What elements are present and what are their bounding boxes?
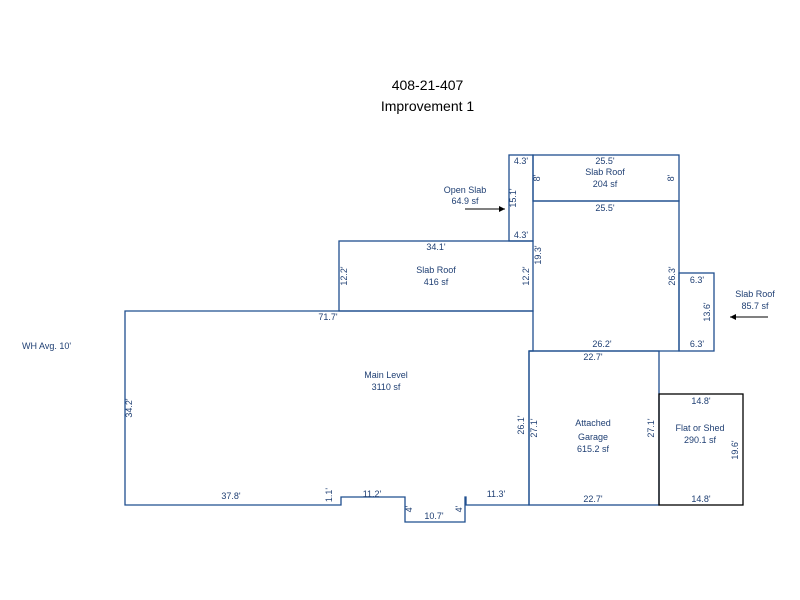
garage-area: 615.2 sf [577,444,610,454]
dim-main-top: 71.7' [318,312,338,322]
dim-open-bottom: 4.3' [514,230,529,240]
dim-main-left: 34.2' [124,398,134,418]
dim-top-slab-bottom: 25.5' [595,203,615,213]
parcel-id: 408-21-407 [391,77,464,93]
main-level-label: Main Level [364,370,408,380]
slab-roof-right-outline [678,272,715,352]
dim-garage-right: 27.1' [646,418,656,438]
open-slab-arrow-head [499,206,505,212]
dim-main-right: 26.1' [516,415,526,435]
shed-outline [658,393,744,506]
dim-main-step3: 11.3' [487,489,506,499]
connector-outline [529,200,680,352]
slab-roof-mid-label: Slab Roof [416,265,456,275]
dim-slab-mid-right: 12.2' [521,266,531,286]
dim-garage-left: 27.1' [529,418,539,438]
slab-roof-top-label: Slab Roof [585,167,625,177]
dim-shed-top: 14.8' [691,396,711,406]
dim-top-slab-right: 8' [666,174,676,181]
dim-top-slab-top: 25.5' [595,156,615,166]
dim-open-right-side: 19.3' [533,245,543,265]
dim-top-slab-left: 8' [532,174,542,181]
dim-connector-bottom: 26.2' [592,339,612,349]
main-level-area: 3110 sf [372,382,401,392]
open-slab-area: 64.9 sf [451,196,479,206]
slab-roof-right-label: Slab Roof [735,289,775,299]
improvement-title: Improvement 1 [380,98,475,114]
dim-slab-mid-left: 12.2' [339,266,349,286]
dim-slab-mid-top: 34.1' [426,242,446,252]
slab-roof-right-area: 85.7 sf [741,301,769,311]
dim-right-slab-side: 13.6' [702,302,712,322]
dim-main-step2: 11.2' [363,489,382,499]
dim-shed-side: 19.6' [730,440,740,460]
dim-notch-right: 4' [454,505,464,512]
dim-right-slab-top: 6.3' [690,275,705,285]
open-slab-label: Open Slab [444,185,487,195]
dim-main-bottom-left: 37.8' [221,491,241,501]
garage-outline [528,350,660,506]
dim-open-side: 15.1' [508,188,518,208]
slab-roof-right-arrow-head [730,314,736,320]
slab-roof-top-area: 204 sf [593,179,618,189]
dim-garage-bottom: 22.7' [583,494,603,504]
dim-notch-bottom: 10.7' [424,511,444,521]
shed-label: Flat or Shed [675,423,724,433]
dim-main-step1: 1.1' [324,488,334,503]
dim-open-top: 4.3' [514,156,529,166]
slab-roof-mid-outline [338,240,534,312]
dim-garage-top: 22.7' [583,352,603,362]
dim-notch-left: 4' [404,505,414,512]
shed-area: 290.1 sf [684,435,717,445]
garage-label-line1: Attached [575,418,611,428]
dim-connector-right: 26.3' [667,266,677,286]
wall-height-note: WH Avg. 10' [22,341,71,351]
dim-right-slab-bottom: 6.3' [690,339,705,349]
garage-label-line2: Garage [578,432,608,442]
slab-roof-mid-area: 416 sf [424,277,449,287]
dim-shed-bottom: 14.8' [691,494,711,504]
